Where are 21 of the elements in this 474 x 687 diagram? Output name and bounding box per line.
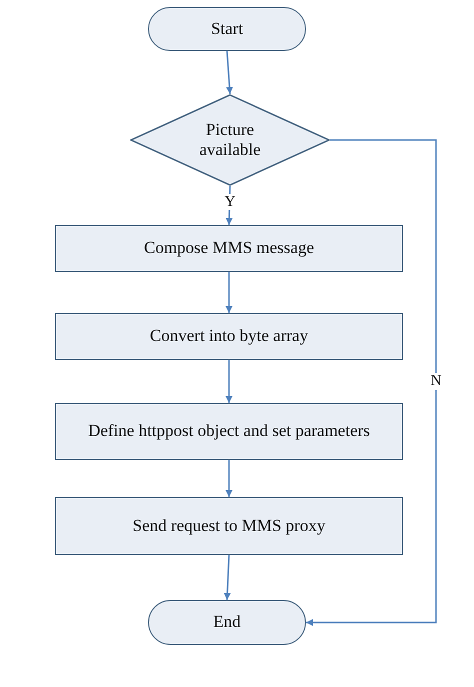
edge-label: N <box>428 373 444 390</box>
arrow <box>224 554 231 600</box>
node-label: Send request to MMS proxy <box>132 516 326 536</box>
node-label: Convert into byte array <box>150 326 308 347</box>
process-box <box>55 225 403 272</box>
node-label: Picture available <box>198 120 262 160</box>
process-box <box>55 403 403 460</box>
process-box <box>55 313 403 360</box>
terminal-shape <box>148 600 306 645</box>
node-label: Compose MMS message <box>144 238 314 259</box>
arrow <box>306 139 437 626</box>
edge-label: Y <box>222 194 238 210</box>
arrow <box>226 360 232 403</box>
process-box <box>55 497 403 555</box>
node-label: End <box>213 612 241 633</box>
terminal-shape <box>148 7 306 51</box>
arrow <box>226 272 232 313</box>
arrow <box>226 50 233 94</box>
node-label: Start <box>210 18 244 40</box>
node-label: Define httppost object and set parameters <box>88 421 370 442</box>
arrow <box>226 460 232 497</box>
